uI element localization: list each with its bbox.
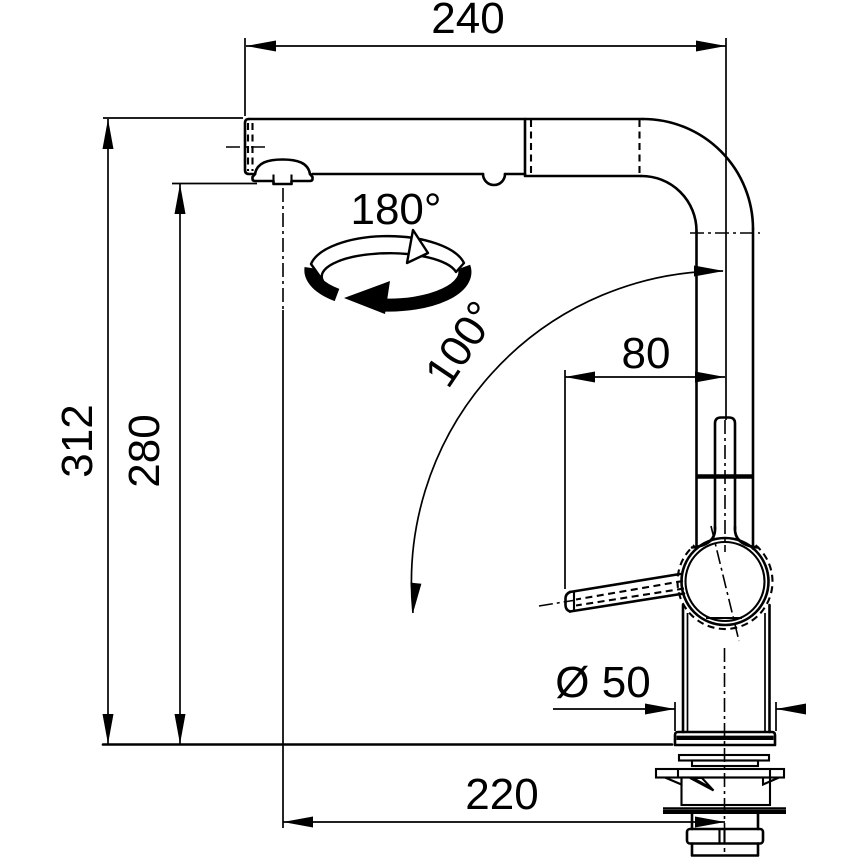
- faucet-outline: [101, 38, 786, 857]
- bracket-wedge-right: [761, 776, 780, 787]
- mounting-bracket: [654, 767, 786, 779]
- ball-joint-hidden-circle: [676, 544, 774, 630]
- dimension-diameter-50: Ø 50: [553, 658, 806, 731]
- spray-head-base: [251, 172, 314, 186]
- dim-280-label: 280: [120, 414, 169, 487]
- threaded-shank-lower: [690, 842, 760, 857]
- rotation-arrow-icon: [304, 228, 472, 314]
- arrowhead: [102, 714, 114, 744]
- bend-outer-arc: [641, 117, 755, 231]
- ball-axis-centerline: [710, 525, 740, 642]
- dimension-220: 220: [282, 188, 725, 828]
- arrowhead: [695, 816, 725, 828]
- lever-centerline-ext: [538, 599, 574, 607]
- spout-button-bump: [481, 172, 507, 187]
- arrowhead: [695, 371, 725, 383]
- arrowhead: [565, 371, 595, 383]
- swivel-arc: [410, 270, 724, 614]
- rotation-icon-white-arrowhead: [405, 228, 430, 265]
- mounting-block: [680, 776, 772, 807]
- dimension-80: 80: [564, 329, 725, 589]
- spray-head-dome: [253, 158, 312, 176]
- base-flange: [673, 730, 777, 747]
- rotation-icon-black-band: [382, 264, 472, 312]
- spout-end-cap: [243, 117, 257, 176]
- spray-outlet-slot: [272, 174, 293, 184]
- arrowhead: [410, 582, 422, 613]
- arrowhead: [694, 265, 724, 277]
- dim-100-label: 100°: [416, 293, 508, 396]
- lever-hidden-lines: [575, 579, 685, 607]
- dim-80-label: 80: [622, 329, 671, 378]
- lever-bottom-edge: [568, 592, 686, 613]
- ball-joint-inner: [684, 540, 766, 623]
- rotation-180-label: 180°: [350, 185, 441, 234]
- clamp-wedge: [689, 776, 715, 792]
- dimension-240: 240: [244, 0, 726, 116]
- arrowhead: [102, 119, 114, 149]
- lever-top-edge: [568, 572, 682, 594]
- arrowhead: [174, 184, 186, 214]
- body-column-inner-lines: [686, 613, 766, 732]
- dim-240-label: 240: [431, 0, 504, 43]
- dim-d50-label: Ø 50: [555, 658, 650, 707]
- body-column-edges: [681, 603, 771, 734]
- dimension-280: 280: [120, 182, 257, 744]
- rotation-icon-white-band: [309, 234, 466, 283]
- dimension-312: 312: [53, 117, 243, 744]
- arrowhead: [776, 703, 806, 715]
- ext-lines-d50: [674, 702, 777, 731]
- rotation-icon-left-wall: [304, 267, 340, 302]
- bend-inner-arc: [639, 174, 698, 233]
- lever-shaft-slot: [713, 416, 737, 531]
- rotation-icon-black-arrowhead: [344, 281, 390, 314]
- arrowhead: [246, 40, 276, 52]
- arrowhead: [696, 40, 726, 52]
- dim-312-label: 312: [53, 404, 102, 477]
- arrowhead: [174, 714, 186, 744]
- dim-220-label: 220: [465, 770, 538, 819]
- bracket-seams: [676, 769, 772, 778]
- arrowhead: [283, 816, 313, 828]
- rotation-symbol-180: 180°: [304, 185, 472, 314]
- arrowhead: [645, 703, 675, 715]
- dimension-swivel-100: 100°: [410, 265, 724, 614]
